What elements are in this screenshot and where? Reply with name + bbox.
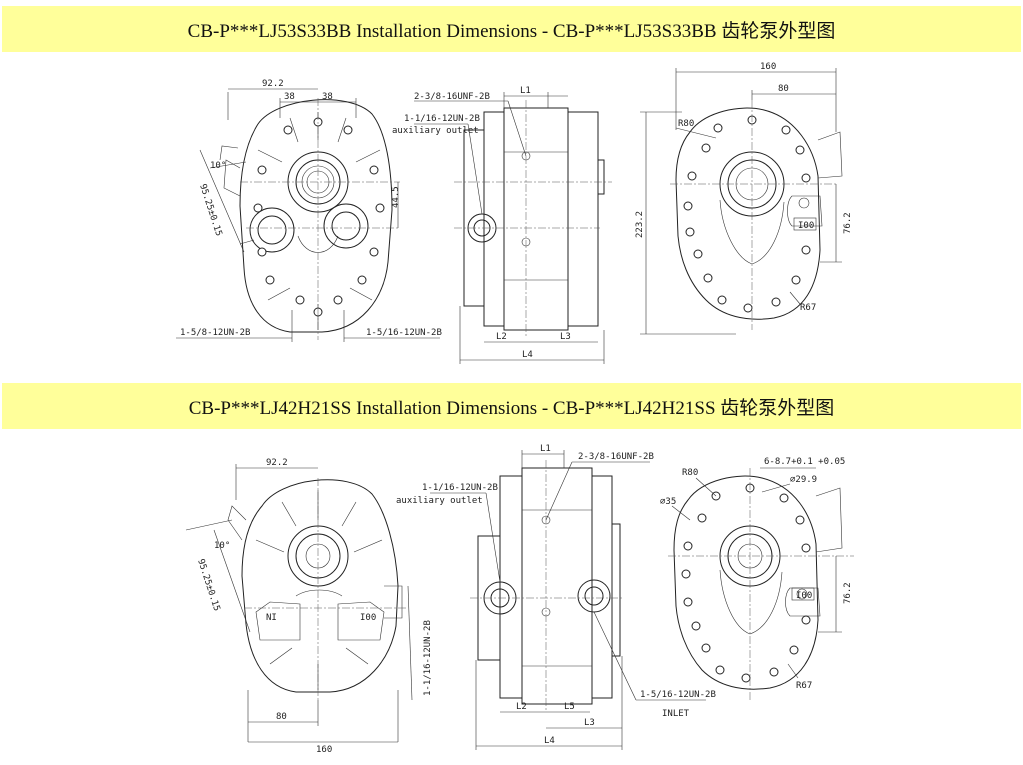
s2-front-tag-left: NI [266,613,277,623]
s2-side-aux-thread: 1-1/16-12UN-2B [422,483,498,493]
s2-front-dim-80: 80 [276,712,287,722]
s1-side-thread-top: 2-3/8-16UNF-2B [414,92,490,102]
s2-side-L3: L3 [584,718,595,728]
s1-side-L2: L2 [496,332,507,342]
s1-rear-view: 160 80 R80 223.2 76.2 I00 R67 [635,62,853,335]
section2-title: CB-P***LJ42H21SS Installation Dimensions… [188,397,835,419]
s1-front-dim-95-25: 95.25±0.15 [197,183,223,238]
s2-side-L1: L1 [540,444,551,454]
s2-side-view: L1 2-3/8-16UNF-2B 1-1/16-12UN-2B auxilia… [396,444,716,750]
s1-rear-dim-80: 80 [778,84,789,94]
s2-rear-keyway: 6-8.7+0.1 +0.05 [764,457,845,467]
section1-title: CB-P***LJ53S33BB Installation Dimensions… [187,20,836,42]
s1-front-dim-44-5: 44.5 [391,186,401,208]
s1-side-L4: L4 [522,350,533,360]
s1-rear-tag: I00 [798,221,814,231]
s2-front-dim-160: 160 [316,745,332,755]
s2-side-L4: L4 [544,736,555,746]
s2-side-thread-top: 2-3/8-16UNF-2B [578,452,654,462]
s2-side-inlet-label: INLET [662,709,690,719]
s2-front-dim-95-25: 95.25±0.15 [195,558,221,613]
s1-front-port-left: 1-5/8-12UN-2B [180,328,250,338]
s1-side-view: 2-3/8-16UNF-2B 1-1/16-12UN-2B auxiliary … [392,86,612,364]
section2-drawing: NI I00 92.2 10° 95.25±0.15 1-1/16-12UN-2… [185,444,854,755]
s1-front-bolt-holes [253,117,385,317]
s1-rear-dim-223-2: 223.2 [635,211,645,238]
s1-front-dim-38b: 38 [322,92,333,102]
s1-rear-R67: R67 [800,303,816,313]
s2-front-dim-92-2: 92.2 [266,458,288,468]
s2-side-L2: L2 [516,702,527,712]
s1-front-dim-92-2: 92.2 [262,79,284,89]
s1-rear-dim-76-2: 76.2 [843,212,853,234]
s2-front-port: 1-1/16-12UN-2B [423,620,433,696]
s2-side-L5: L5 [564,702,575,712]
s1-rear-R80: R80 [678,119,694,129]
section2-title-banner: CB-P***LJ42H21SS Installation Dimensions… [2,383,1021,429]
s2-rear-dim-phi29-9: ⌀29.9 [790,475,817,485]
s2-rear-R67: R67 [796,681,812,691]
section1-drawing: 92.2 38 38 10° 95.25±0.15 44.5 1-5/8-12U… [176,62,853,364]
s2-rear-view: 6-8.7+0.1 +0.05 R80 ⌀29.9 ⌀35 76.2 I00 R… [660,457,854,700]
s1-rear-dim-160: 160 [760,62,776,72]
s2-rear-dim-76-2: 76.2 [843,582,853,604]
s2-rear-tag: I00 [796,591,812,601]
s1-front-port-right: 1-5/16-12UN-2B [366,328,442,338]
s2-side-aux-label: auxiliary outlet [396,496,483,506]
s2-front-dim-10deg: 10° [214,541,230,551]
s1-side-L3: L3 [560,332,571,342]
s1-side-L1: L1 [520,86,531,96]
s2-rear-R80: R80 [682,468,698,478]
s2-front-tag-right: I00 [360,613,376,623]
s1-side-aux-label: auxiliary outlet [392,126,479,136]
s2-rear-bolt-holes [681,483,811,683]
s2-side-inlet-thread: 1-5/16-12UN-2B [640,690,716,700]
s1-front-dim-10deg: 10° [210,161,226,171]
s1-front-view: 92.2 38 38 10° 95.25±0.15 44.5 1-5/8-12U… [176,79,442,342]
s2-rear-dim-phi35: ⌀35 [660,497,676,507]
s1-front-dim-38a: 38 [284,92,295,102]
s1-rear-bolt-holes [683,115,811,313]
section1-title-banner: CB-P***LJ53S33BB Installation Dimensions… [2,6,1021,52]
s1-side-aux-thread: 1-1/16-12UN-2B [404,114,480,124]
